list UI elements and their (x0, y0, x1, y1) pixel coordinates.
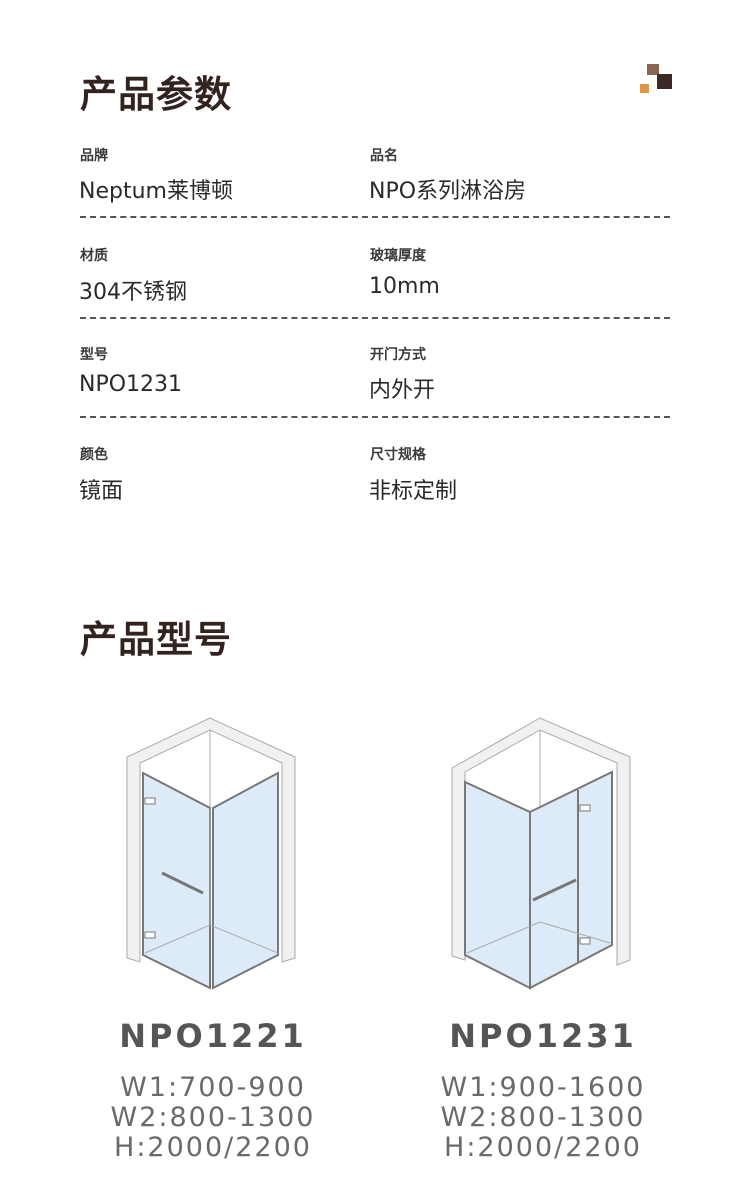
model-spec-w2: W2:800-1300 (440, 1102, 646, 1133)
param-label: 型号 (80, 347, 108, 363)
shower-npo1221-illustration (126, 717, 296, 990)
divider (80, 317, 670, 319)
params-title: 产品参数 (80, 73, 232, 116)
param-value: 镜面 (79, 479, 124, 504)
models-title: 产品型号 (80, 618, 232, 661)
model-name: NPO1231 (449, 1017, 637, 1055)
model-spec-h: H:2000/2200 (444, 1132, 642, 1163)
param-value: 10mm (369, 274, 440, 299)
model-spec-w1: W1:700-900 (120, 1072, 306, 1103)
param-value: NPO1231 (79, 372, 183, 397)
param-label: 品牌 (80, 148, 108, 164)
param-label: 品名 (370, 148, 398, 164)
model-name: NPO1221 (119, 1017, 307, 1055)
param-value: 内外开 (369, 378, 436, 403)
model-spec-w2: W2:800-1300 (110, 1102, 316, 1133)
param-label: 尺寸规格 (370, 447, 426, 463)
param-label: 颜色 (80, 447, 108, 463)
param-value: Neptum莱博顿 (79, 179, 233, 204)
param-label: 材质 (80, 248, 108, 264)
param-label: 开门方式 (370, 347, 426, 363)
divider (80, 416, 670, 418)
param-value: NPO系列淋浴房 (369, 179, 527, 204)
shower-npo1231-illustration (451, 717, 631, 990)
param-value: 非标定制 (369, 479, 458, 504)
param-value: 304不锈钢 (79, 280, 187, 305)
divider (80, 216, 670, 218)
param-label: 玻璃厚度 (370, 248, 426, 264)
model-spec-w1: W1:900-1600 (440, 1072, 646, 1103)
model-spec-h: H:2000/2200 (114, 1132, 312, 1163)
